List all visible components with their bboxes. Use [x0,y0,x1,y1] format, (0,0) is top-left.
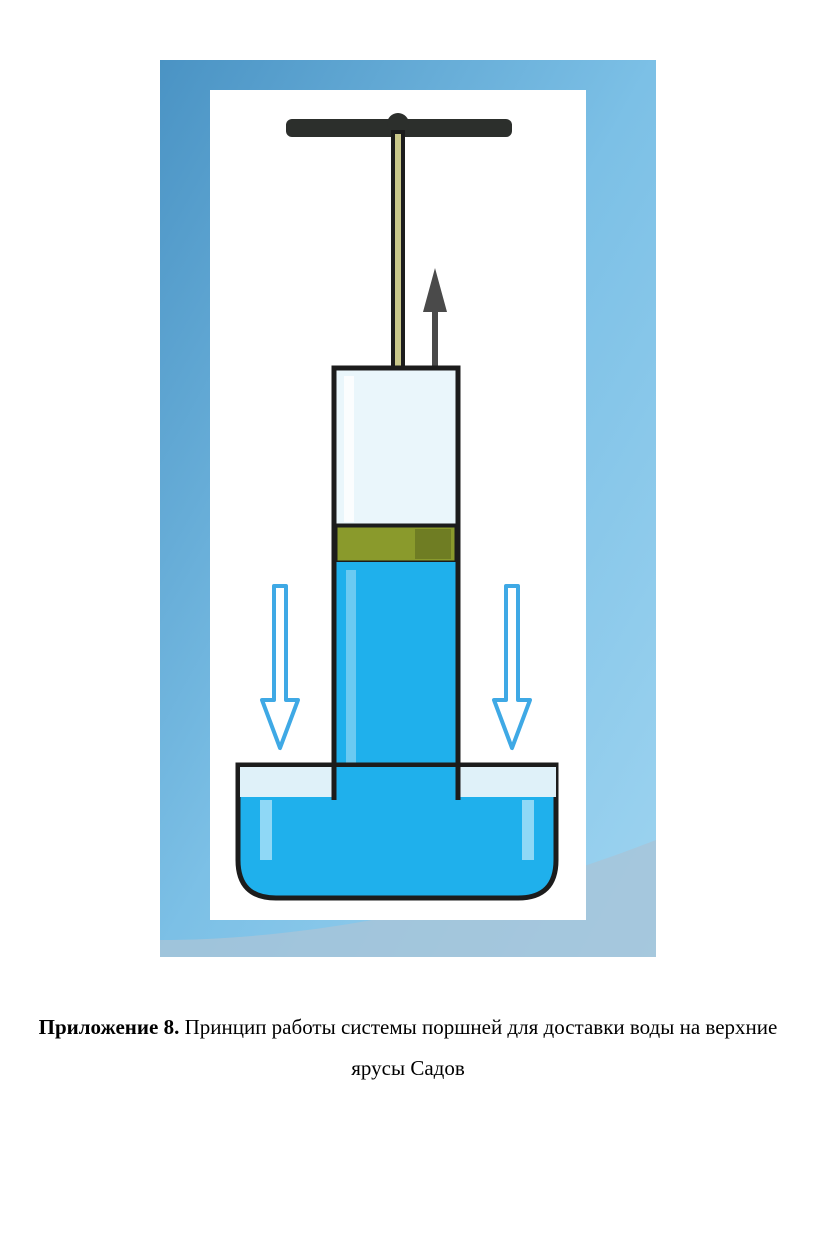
cylinder-glass [331,365,461,529]
down-arrow-icon [260,584,300,750]
handle-knob [387,113,409,135]
caption-label: Приложение 8. [38,1015,180,1039]
piston-pump-diagram [160,60,656,957]
water-basin [235,762,559,901]
caption-text: Принцип работы системы поршней для доста… [179,1015,778,1080]
piston-pump-figure [160,60,656,957]
background-wave [160,840,656,957]
basin-highlight-right [522,800,534,860]
basin-highlight-left [260,800,272,860]
water-column-highlight [346,570,356,798]
figure-caption: Приложение 8. Принцип работы системы пор… [20,1007,796,1089]
basin-column-join [336,767,456,799]
cylinder-highlight [344,376,354,522]
piston-rod-highlight [395,134,401,528]
piston-head-shade [415,529,451,559]
up-arrow-icon [423,268,447,312]
down-arrow-icon-right [492,584,532,750]
